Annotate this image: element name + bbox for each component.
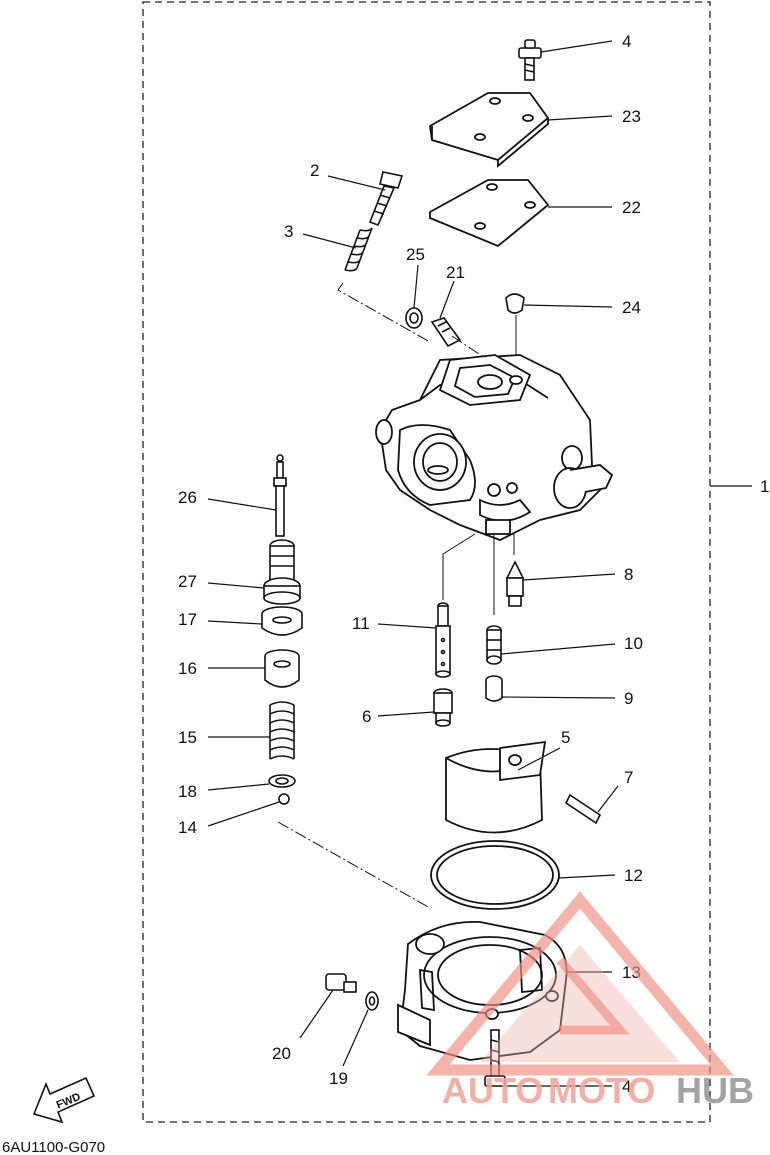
part-16-holder bbox=[264, 649, 300, 688]
part-18-washer bbox=[268, 774, 296, 788]
label-19: 19 bbox=[329, 1069, 348, 1088]
label-23: 23 bbox=[622, 107, 641, 126]
part-4-screw-bottom bbox=[484, 1029, 506, 1087]
label-11: 11 bbox=[352, 614, 370, 633]
carburetor-body bbox=[375, 354, 614, 541]
watermark-text-moto: MOTO bbox=[548, 1070, 655, 1111]
label-1: 1 bbox=[760, 477, 769, 496]
label-5: 5 bbox=[561, 728, 570, 747]
label-2: 2 bbox=[310, 161, 319, 180]
label-16: 16 bbox=[178, 659, 197, 678]
part-10-jet bbox=[486, 625, 502, 665]
label-4-bottom: 4 bbox=[622, 1077, 631, 1096]
label-21: 21 bbox=[446, 263, 465, 282]
part-17-cap bbox=[261, 606, 303, 636]
label-14: 14 bbox=[178, 818, 197, 837]
label-9: 9 bbox=[624, 689, 633, 708]
label-15: 15 bbox=[178, 728, 197, 747]
part-15-spring bbox=[269, 701, 295, 760]
watermark-text-auto: AUTO bbox=[442, 1070, 543, 1111]
part-24-plug bbox=[505, 293, 525, 314]
part-8-needle-valve bbox=[505, 560, 525, 607]
watermark-logo: AUTO MOTO HUB bbox=[426, 891, 754, 1111]
label-24: 24 bbox=[622, 298, 641, 317]
part-4-screw-top bbox=[518, 39, 542, 81]
label-8: 8 bbox=[624, 565, 633, 584]
label-4-top: 4 bbox=[622, 32, 631, 51]
part-20-drain-screw bbox=[325, 973, 357, 993]
label-25: 25 bbox=[406, 245, 425, 264]
part-11-emulsion-tube bbox=[435, 602, 451, 678]
part-2-pilot-screw bbox=[368, 171, 404, 227]
part-27-piston bbox=[263, 539, 301, 605]
part-14-ball bbox=[278, 793, 290, 805]
label-18: 18 bbox=[178, 782, 197, 801]
part-6-jet bbox=[433, 688, 453, 727]
diagram-code: 6AU1100-G070 bbox=[2, 1139, 105, 1155]
label-3: 3 bbox=[284, 222, 293, 241]
label-6: 6 bbox=[362, 707, 371, 726]
label-10: 10 bbox=[624, 634, 643, 653]
label-7: 7 bbox=[624, 768, 633, 787]
label-26: 26 bbox=[178, 488, 197, 507]
part-12-o-ring bbox=[430, 840, 560, 910]
label-20: 20 bbox=[272, 1044, 291, 1063]
assembly-frame bbox=[142, 1, 711, 1123]
part-5-float bbox=[445, 740, 547, 834]
part-3-spring bbox=[344, 227, 373, 272]
fwd-arrow-icon: FWD bbox=[32, 1076, 96, 1124]
part-25-plug bbox=[405, 307, 423, 329]
label-22: 22 bbox=[622, 198, 641, 217]
part-21-jet bbox=[430, 317, 462, 348]
watermark-text-hub: HUB bbox=[676, 1070, 754, 1111]
part-7-pin bbox=[564, 793, 602, 825]
part-23-cover-plate bbox=[429, 92, 550, 168]
part-22-gasket bbox=[429, 179, 550, 248]
part-labels: 4 23 22 2 3 25 21 24 1 26 27 17 16 15 18… bbox=[178, 32, 769, 1096]
part-19-gasket bbox=[365, 991, 379, 1011]
part-13-float-chamber bbox=[397, 920, 568, 1061]
part-26-needle bbox=[273, 454, 287, 537]
body-leader-lines bbox=[442, 533, 515, 615]
label-17: 17 bbox=[178, 610, 197, 629]
label-27: 27 bbox=[178, 572, 197, 591]
label-12: 12 bbox=[624, 866, 643, 885]
part-9-main-jet bbox=[485, 675, 503, 702]
